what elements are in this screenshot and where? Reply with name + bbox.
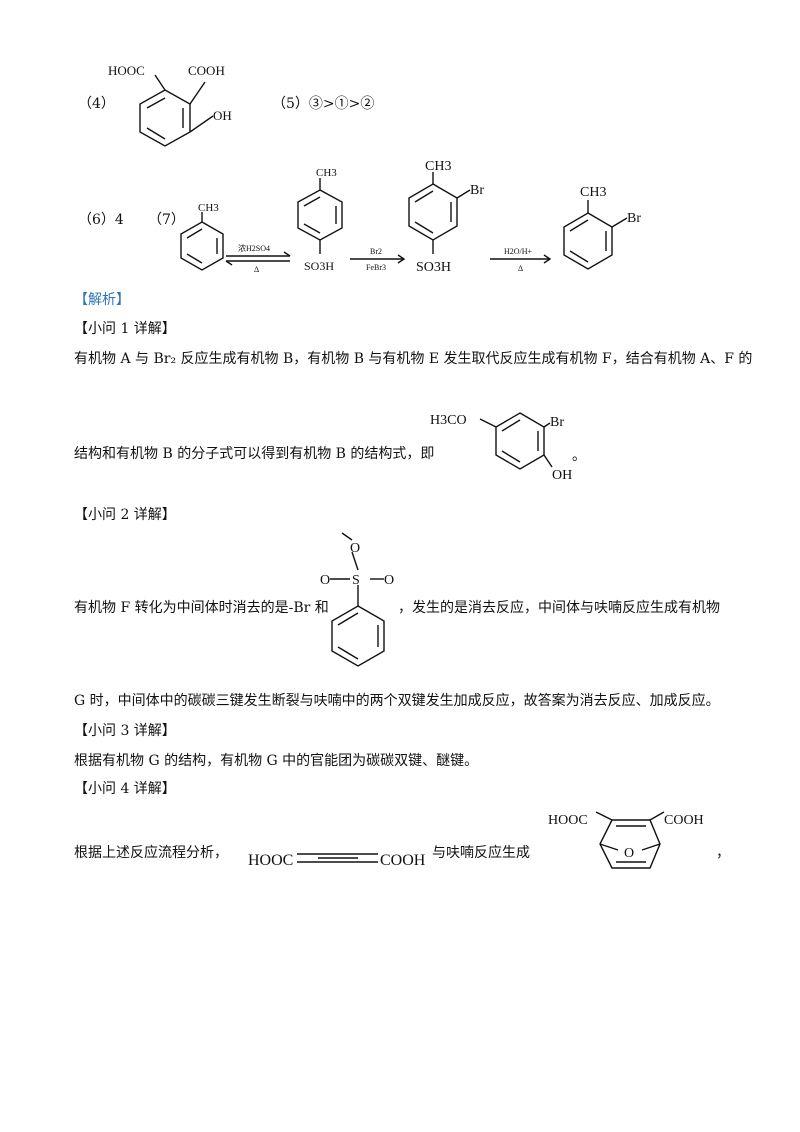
int1-so3h: SO3H bbox=[304, 259, 334, 273]
b-br: Br bbox=[550, 415, 564, 430]
b-oh: OH bbox=[552, 468, 572, 483]
q4-cooh: COOH bbox=[188, 63, 225, 78]
sulfonate-o-left: O bbox=[320, 573, 330, 588]
q7-synthesis-route: CH3 浓H2SO4 Δ CH3 SO3H Br2 FeBr3 CH3 Br S… bbox=[180, 159, 641, 275]
sub1-end-mark: 。 bbox=[572, 448, 586, 464]
sub4-heading: 【小问 4 详解】 bbox=[74, 781, 176, 797]
step2-reagent: Br2 bbox=[370, 247, 382, 256]
int2-ch3: CH3 bbox=[425, 159, 451, 174]
step1-condition: Δ bbox=[254, 265, 259, 274]
adduct-o: O bbox=[624, 846, 634, 861]
q5-label-text: （5） bbox=[272, 96, 309, 112]
product-ch3: CH3 bbox=[580, 185, 606, 200]
q5-label: （5）③>①>② bbox=[272, 94, 374, 114]
methyl-benzenesulfonate-structure: O S O O bbox=[320, 532, 394, 667]
sub2-line1-a: 有机物 F 转化为中间体时消去的是-Br 和 bbox=[74, 600, 329, 616]
product-br: Br bbox=[627, 211, 641, 226]
int1-ch3: CH3 bbox=[316, 167, 337, 179]
b-h3co: H3CO bbox=[430, 413, 467, 428]
acetylenedicarboxylic-acid-structure: HOOC COOH bbox=[248, 852, 426, 869]
adduct-hooc: HOOC bbox=[548, 813, 588, 828]
sulfonate-o-top: O bbox=[350, 541, 360, 556]
q7-label: （7） bbox=[148, 212, 185, 228]
step1-reagent: 浓H2SO4 bbox=[238, 244, 270, 253]
toluene-ch3: CH3 bbox=[198, 202, 219, 214]
sub4-line1-a: 根据上述反应流程分析， bbox=[74, 845, 228, 861]
sulfonate-o-right: O bbox=[384, 573, 394, 588]
diels-alder-adduct-structure: HOOC COOH O bbox=[548, 811, 704, 869]
sub2-heading: 【小问 2 详解】 bbox=[74, 507, 176, 523]
alkyne-hooc: HOOC bbox=[248, 852, 293, 869]
q4-oh: OH bbox=[213, 108, 232, 123]
analysis-heading: 【解析】 bbox=[74, 292, 130, 308]
sub2-line2: G 时，中间体中的碳碳三键发生断裂与呋喃中的两个双键发生加成反应，故答案为消去反… bbox=[74, 693, 720, 709]
int2-br: Br bbox=[470, 183, 484, 198]
compound-b-structure: H3CO Br OH bbox=[430, 412, 572, 483]
alkyne-cooh: COOH bbox=[380, 852, 426, 869]
q4-structure: HOOC COOH OH bbox=[108, 63, 232, 147]
sub1-heading: 【小问 1 详解】 bbox=[74, 321, 176, 337]
q5-answer: ③>①>② bbox=[308, 96, 375, 112]
sulfonate-s: S bbox=[352, 573, 360, 588]
step2-condition: FeBr3 bbox=[366, 263, 386, 272]
adduct-cooh: COOH bbox=[664, 813, 704, 828]
sub4-line1-end: ， bbox=[716, 845, 730, 861]
sub3-heading: 【小问 3 详解】 bbox=[74, 723, 176, 739]
q6-label: （6）4 bbox=[78, 212, 124, 228]
step3-condition: Δ bbox=[518, 264, 523, 273]
int2-so3h: SO3H bbox=[416, 260, 451, 275]
q4-label: （4） bbox=[78, 96, 115, 112]
step3-reagent: H2O/H+ bbox=[504, 247, 533, 256]
q4-hooc: HOOC bbox=[108, 63, 145, 78]
sub1-line1: 有机物 A 与 Br₂ 反应生成有机物 B，有机物 B 与有机物 E 发生取代反… bbox=[74, 351, 753, 367]
sub3-line1: 根据有机物 G 的结构，有机物 G 中的官能团为碳碳双键、醚键。 bbox=[74, 753, 479, 769]
sub2-line1-b: ，发生的是消去反应，中间体与呋喃反应生成有机物 bbox=[398, 600, 720, 616]
sub1-line2: 结构和有机物 B 的分子式可以得到有机物 B 的结构式，即 bbox=[74, 446, 435, 462]
sub4-line1-b: 与呋喃反应生成 bbox=[432, 845, 530, 861]
